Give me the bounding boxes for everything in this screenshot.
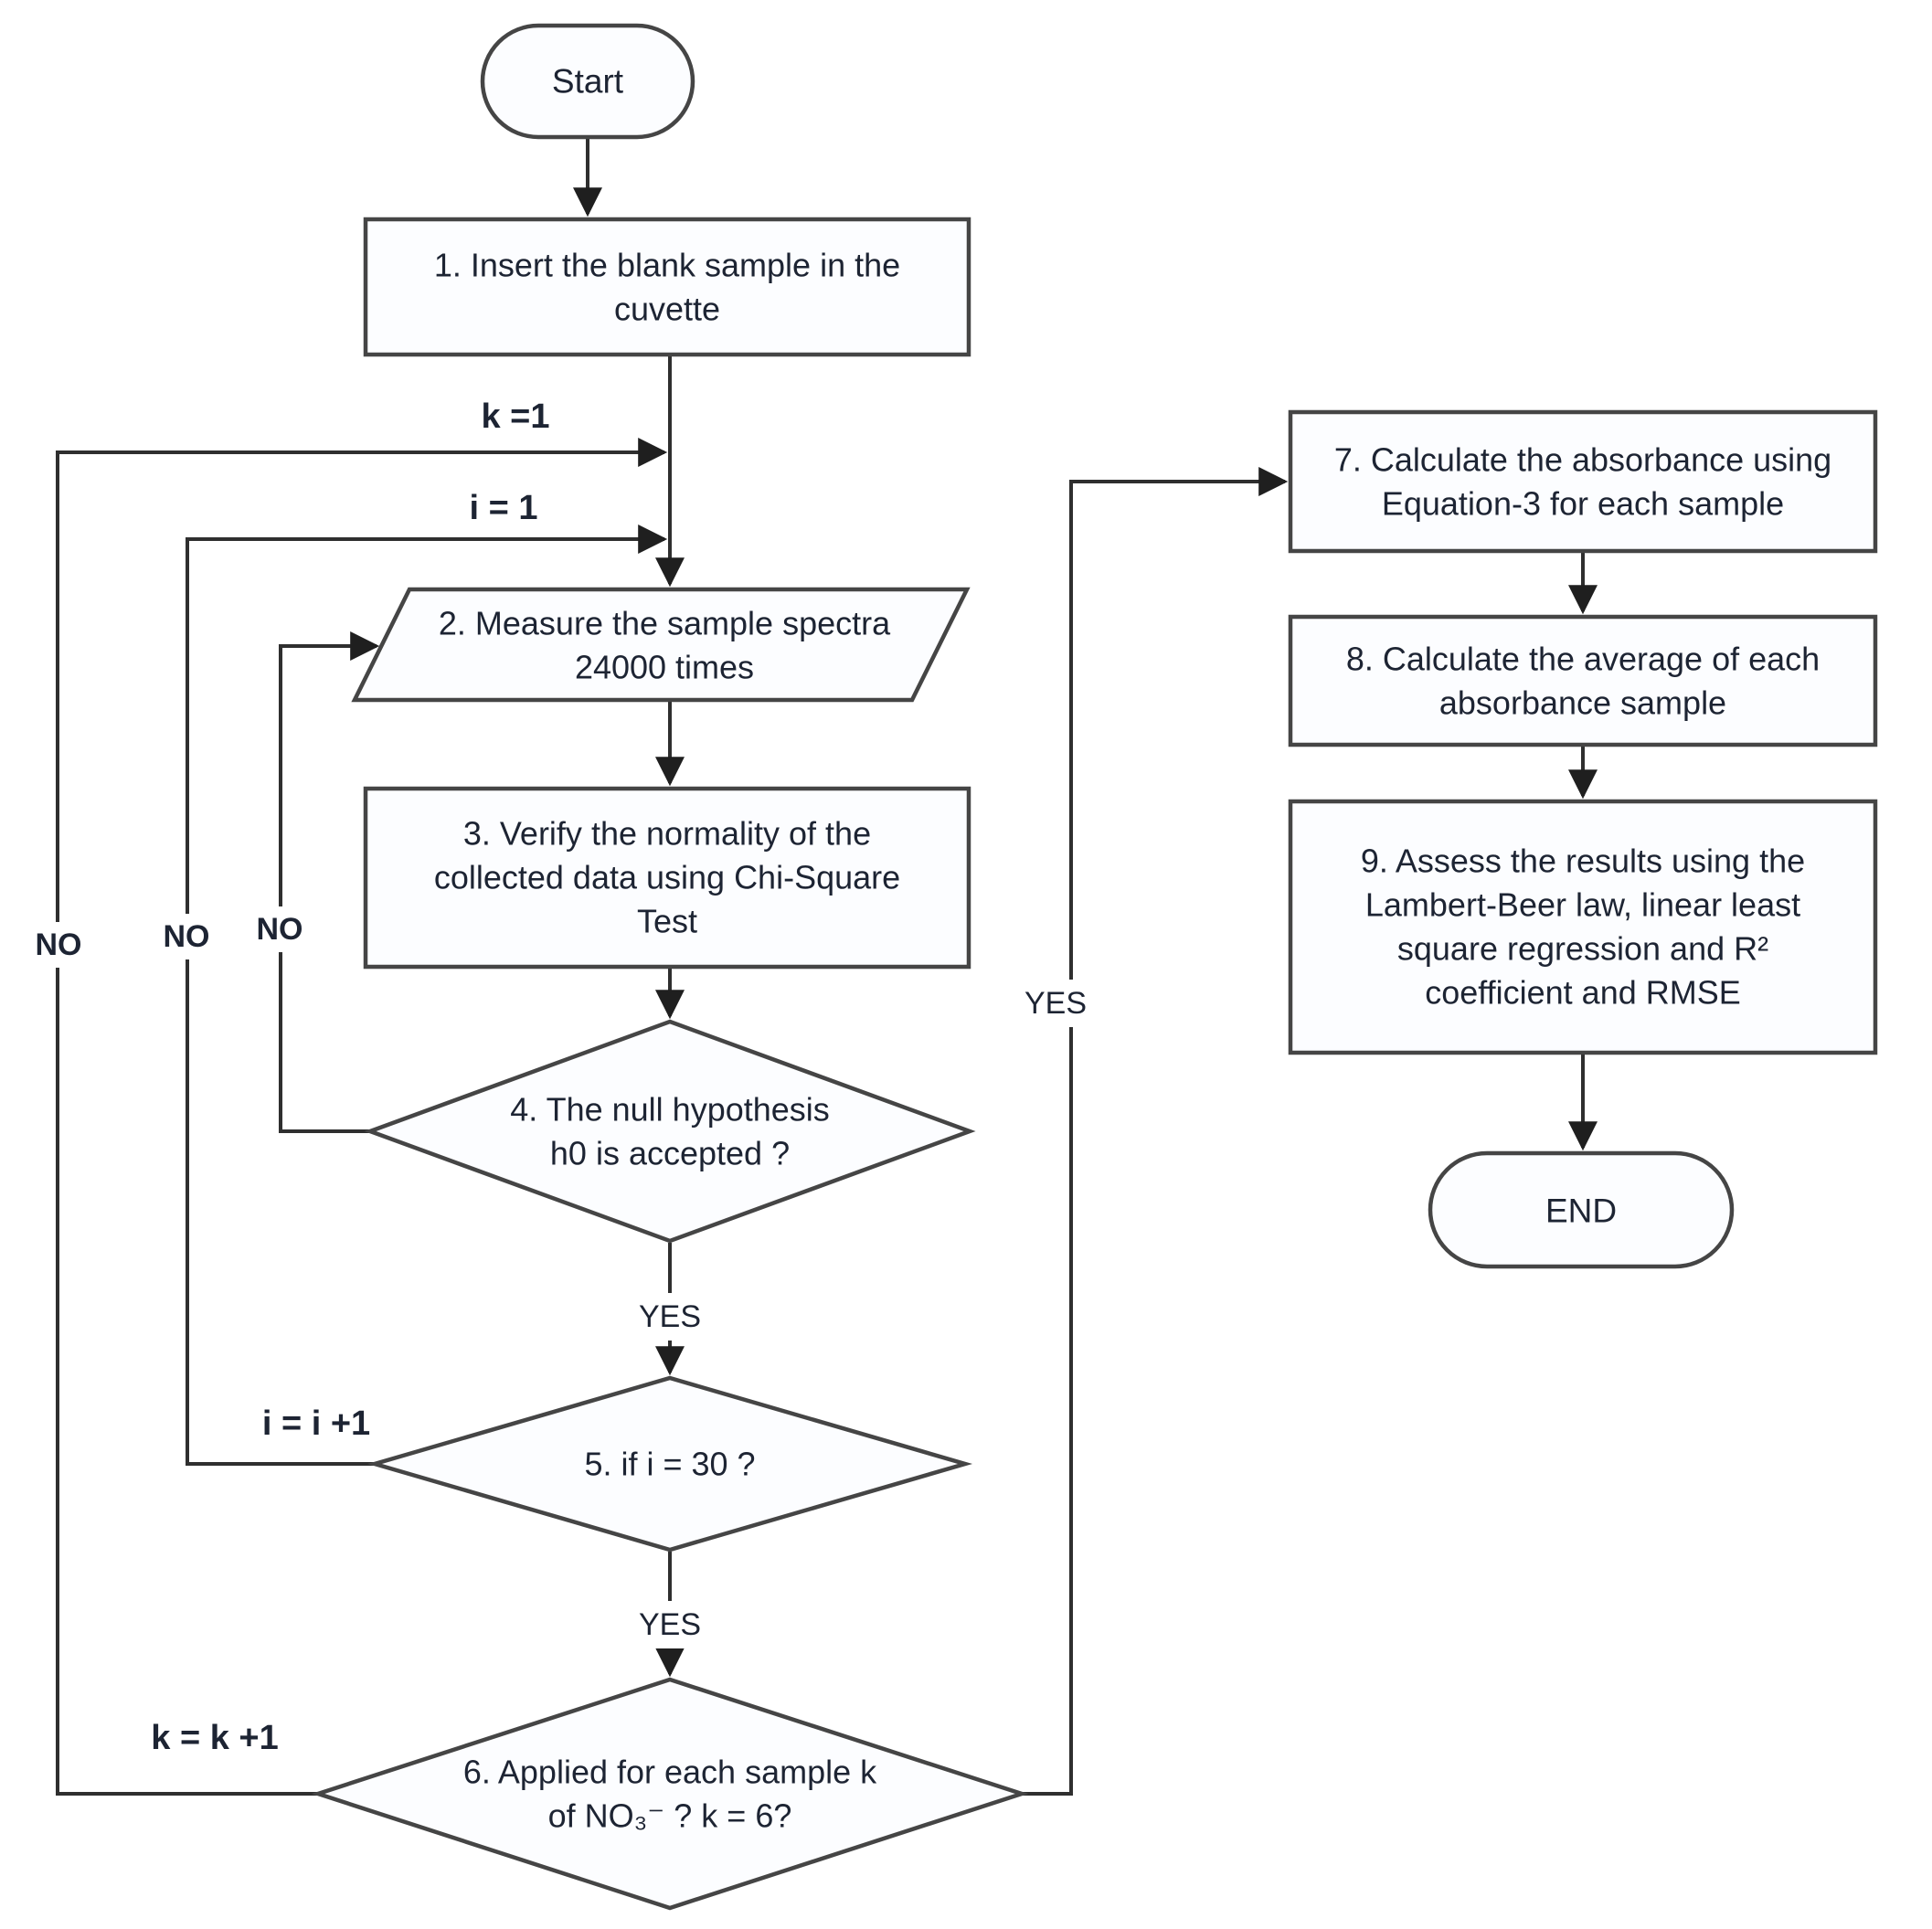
process-3-text: 3. Verify the normality of the — [463, 815, 871, 853]
process-7-text: 7. Calculate the absorbance using — [1334, 441, 1831, 479]
edge-no-loop-5-i-init — [186, 525, 668, 1466]
label-yes-6: YES — [1024, 986, 1087, 1021]
edge-no-loop-6-k-init — [56, 438, 668, 1796]
label-k-init: k =1 — [481, 397, 549, 436]
io-2-parallelogram — [351, 587, 971, 703]
process-9-text: 9. Assess the results using the — [1361, 843, 1805, 880]
label-i-increment: i = i +1 — [262, 1404, 370, 1443]
process-1-text: 1. Insert the blank sample in the — [434, 247, 900, 284]
label-yes-5-bg — [624, 1601, 716, 1648]
decision-6-text: of NO₃⁻ ? k = 6? — [548, 1797, 792, 1835]
edge-6-to-7-yes — [1020, 467, 1289, 1796]
process-1-box — [363, 217, 971, 357]
label-no-6: NO — [36, 927, 82, 962]
label-yes-6-bg — [1005, 980, 1110, 1027]
end-label: END — [1545, 1192, 1617, 1230]
process-8-text: absorbance sample — [1439, 684, 1726, 722]
label-no-4-bg — [245, 906, 318, 952]
decision-5-diamond — [366, 1375, 973, 1553]
io-2-text: 2. Measure the sample spectra — [439, 605, 891, 642]
decision-6-diamond — [311, 1677, 1029, 1911]
process-7-box — [1288, 409, 1878, 554]
decision-5-text: 5. if i = 30 ? — [584, 1446, 755, 1483]
process-8-box — [1288, 614, 1878, 747]
edge-no-loop-4 — [279, 631, 380, 1133]
process-9-text: square regression and R² — [1397, 930, 1768, 968]
decision-4-text: 4. The null hypothesis — [510, 1091, 830, 1129]
process-3-text: collected data using Chi-Square — [434, 859, 900, 896]
decision-6-text: 6. Applied for each sample k — [463, 1754, 877, 1791]
process-1-text: cuvette — [614, 291, 720, 328]
label-no-5: NO — [164, 919, 210, 954]
process-3-text: Test — [637, 903, 697, 940]
end-terminator — [1428, 1150, 1735, 1269]
decision-4-diamond — [364, 1019, 976, 1244]
decision-4-text: h0 is accepted ? — [550, 1135, 790, 1172]
start-terminator — [480, 23, 695, 140]
process-9-box — [1288, 799, 1878, 1055]
start-label: Start — [552, 63, 624, 101]
label-no-6-bg — [24, 922, 97, 968]
label-yes-4-bg — [624, 1293, 716, 1341]
label-yes-4: YES — [639, 1299, 701, 1334]
process-8-text: 8. Calculate the average of each — [1346, 641, 1820, 678]
process-3-box — [363, 786, 971, 970]
process-7-text: Equation-3 for each sample — [1382, 485, 1784, 523]
process-9-text: Lambert-Beer law, linear least — [1365, 886, 1800, 924]
io-2-text: 24000 times — [575, 649, 754, 686]
label-yes-5: YES — [639, 1607, 701, 1642]
label-no-4: NO — [257, 912, 303, 947]
label-no-5-bg — [152, 914, 225, 959]
label-k-increment: k = k +1 — [151, 1719, 278, 1757]
process-9-text: coefficient and RMSE — [1425, 974, 1741, 1012]
label-i-init: i = 1 — [470, 489, 538, 527]
